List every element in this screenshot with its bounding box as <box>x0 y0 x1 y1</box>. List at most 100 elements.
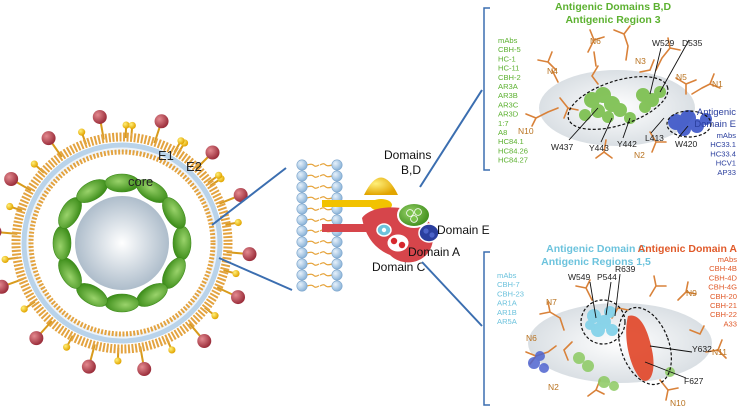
bottom-panel-bracket <box>483 251 490 406</box>
bottom-c-title-2: Antigenic Regions 1,5 <box>541 256 651 268</box>
top-panel-title-1: Antigenic Domains B,D <box>555 1 672 13</box>
structure-label: P544 <box>597 272 617 282</box>
mab-label: CBH-21 <box>710 301 737 310</box>
mab-label: AR3C <box>498 100 519 109</box>
domain-c-label: Domain C <box>372 260 426 274</box>
lipid-tail <box>319 262 333 266</box>
structure-label: N6 <box>526 333 537 343</box>
structure-label: N10 <box>670 398 686 408</box>
e2-spike <box>81 359 96 374</box>
structure-label: F627 <box>684 376 704 386</box>
lipid-head <box>296 192 308 204</box>
structure-label: N1 <box>712 79 723 89</box>
mab-label: AR1A <box>497 299 518 308</box>
e2-spike <box>197 334 212 349</box>
e1-knob <box>215 171 223 179</box>
mab-label: 1:7 <box>498 119 509 128</box>
domain-a-label: Domain A <box>408 245 460 259</box>
mab-label: CBH-4G <box>708 283 737 292</box>
mab-label: HC84.27 <box>498 156 528 165</box>
lipid-tail <box>306 185 320 189</box>
envelope-membrane-outer <box>11 132 233 354</box>
mab-label: HC33.1 <box>710 140 736 149</box>
e1-knob <box>232 269 240 278</box>
lipid-tail <box>306 251 320 255</box>
mab-label: AR5A <box>497 317 518 326</box>
structure-label: N2 <box>634 150 645 160</box>
lipid-head <box>331 214 343 226</box>
mab-label: CBH-5 <box>498 45 521 54</box>
mab-label: AR3D <box>498 110 519 119</box>
lipid-head <box>296 181 308 193</box>
lipid-tail <box>306 218 320 222</box>
core-protein <box>162 197 186 229</box>
mab-label: HC-1 <box>498 54 516 63</box>
mab-label: mAbs <box>718 255 738 264</box>
mab-label: HC84.26 <box>498 146 528 155</box>
lipid-tail <box>319 196 333 200</box>
lipid-tail <box>306 240 320 244</box>
e1-knob <box>30 160 38 168</box>
mab-label: CBH-4D <box>709 273 738 282</box>
lipid-tail <box>306 262 320 266</box>
lipid-head <box>296 247 308 259</box>
lipid-head <box>331 170 343 182</box>
mab-label: CBH-20 <box>710 292 737 301</box>
mab-label: CBH-2 <box>498 73 521 82</box>
lipid-head <box>331 247 343 259</box>
bottom-blue-patch <box>528 351 549 373</box>
structure-label: Y443 <box>589 143 609 153</box>
mab-label: CBH-4B <box>709 264 737 273</box>
structure-label: D535 <box>682 38 703 48</box>
top-structure-panel: Antigenic Domains B,D Antigenic Region 3… <box>483 1 736 177</box>
lipid-head <box>296 203 308 215</box>
e2-spike <box>0 227 2 237</box>
e1-knob <box>122 121 130 129</box>
top-dashed-ring-e <box>666 110 712 138</box>
structure-label: W437 <box>551 142 573 152</box>
lipid-tail <box>319 174 333 178</box>
top-domain-e-title-2: Domain E <box>694 119 736 130</box>
e1-label: E1 <box>158 148 174 163</box>
structure-label: N5 <box>676 72 687 82</box>
domain-e-label: Domain E <box>437 223 490 237</box>
top-glycan-sticks <box>525 25 721 159</box>
mab-label: AR1B <box>497 308 517 317</box>
core-protein <box>52 225 72 261</box>
domains-bd-label-line1: Domains <box>384 148 431 162</box>
structure-label: W549 <box>568 272 590 282</box>
nucleocapsid-core <box>52 173 192 313</box>
structure-label: R639 <box>615 264 636 274</box>
e1-knob <box>63 343 71 351</box>
envelope-spikes <box>0 109 257 377</box>
lipid-head <box>296 170 308 182</box>
mab-label: AR3B <box>498 91 518 100</box>
domains-bd-label-line2: B,D <box>401 163 421 177</box>
zoom-line-top-panel <box>419 89 483 188</box>
structure-label: N4 <box>547 66 558 76</box>
lipid-head <box>331 236 343 248</box>
structure-label: N6 <box>590 36 601 46</box>
core-protein <box>104 293 140 313</box>
lipid-head <box>296 258 308 270</box>
mab-label: HC-11 <box>498 64 519 73</box>
mab-label: CBH-23 <box>497 289 524 298</box>
e2-spike <box>154 114 169 129</box>
lipid-tail <box>319 284 333 288</box>
e2-spike <box>29 331 44 346</box>
structure-label: Y632 <box>692 344 712 354</box>
top-residue-lines <box>568 39 690 143</box>
membrane-e2-cartoon: Domains B,D Domain E Domain A Domain C <box>296 148 490 292</box>
mab-label: CBH-22 <box>710 310 737 319</box>
e1-knob <box>78 128 86 136</box>
top-panel-bracket <box>483 7 490 171</box>
e1-knob <box>128 121 136 130</box>
core-protein <box>172 225 192 261</box>
lipid-tail <box>319 163 333 167</box>
e1-knob <box>114 357 122 365</box>
